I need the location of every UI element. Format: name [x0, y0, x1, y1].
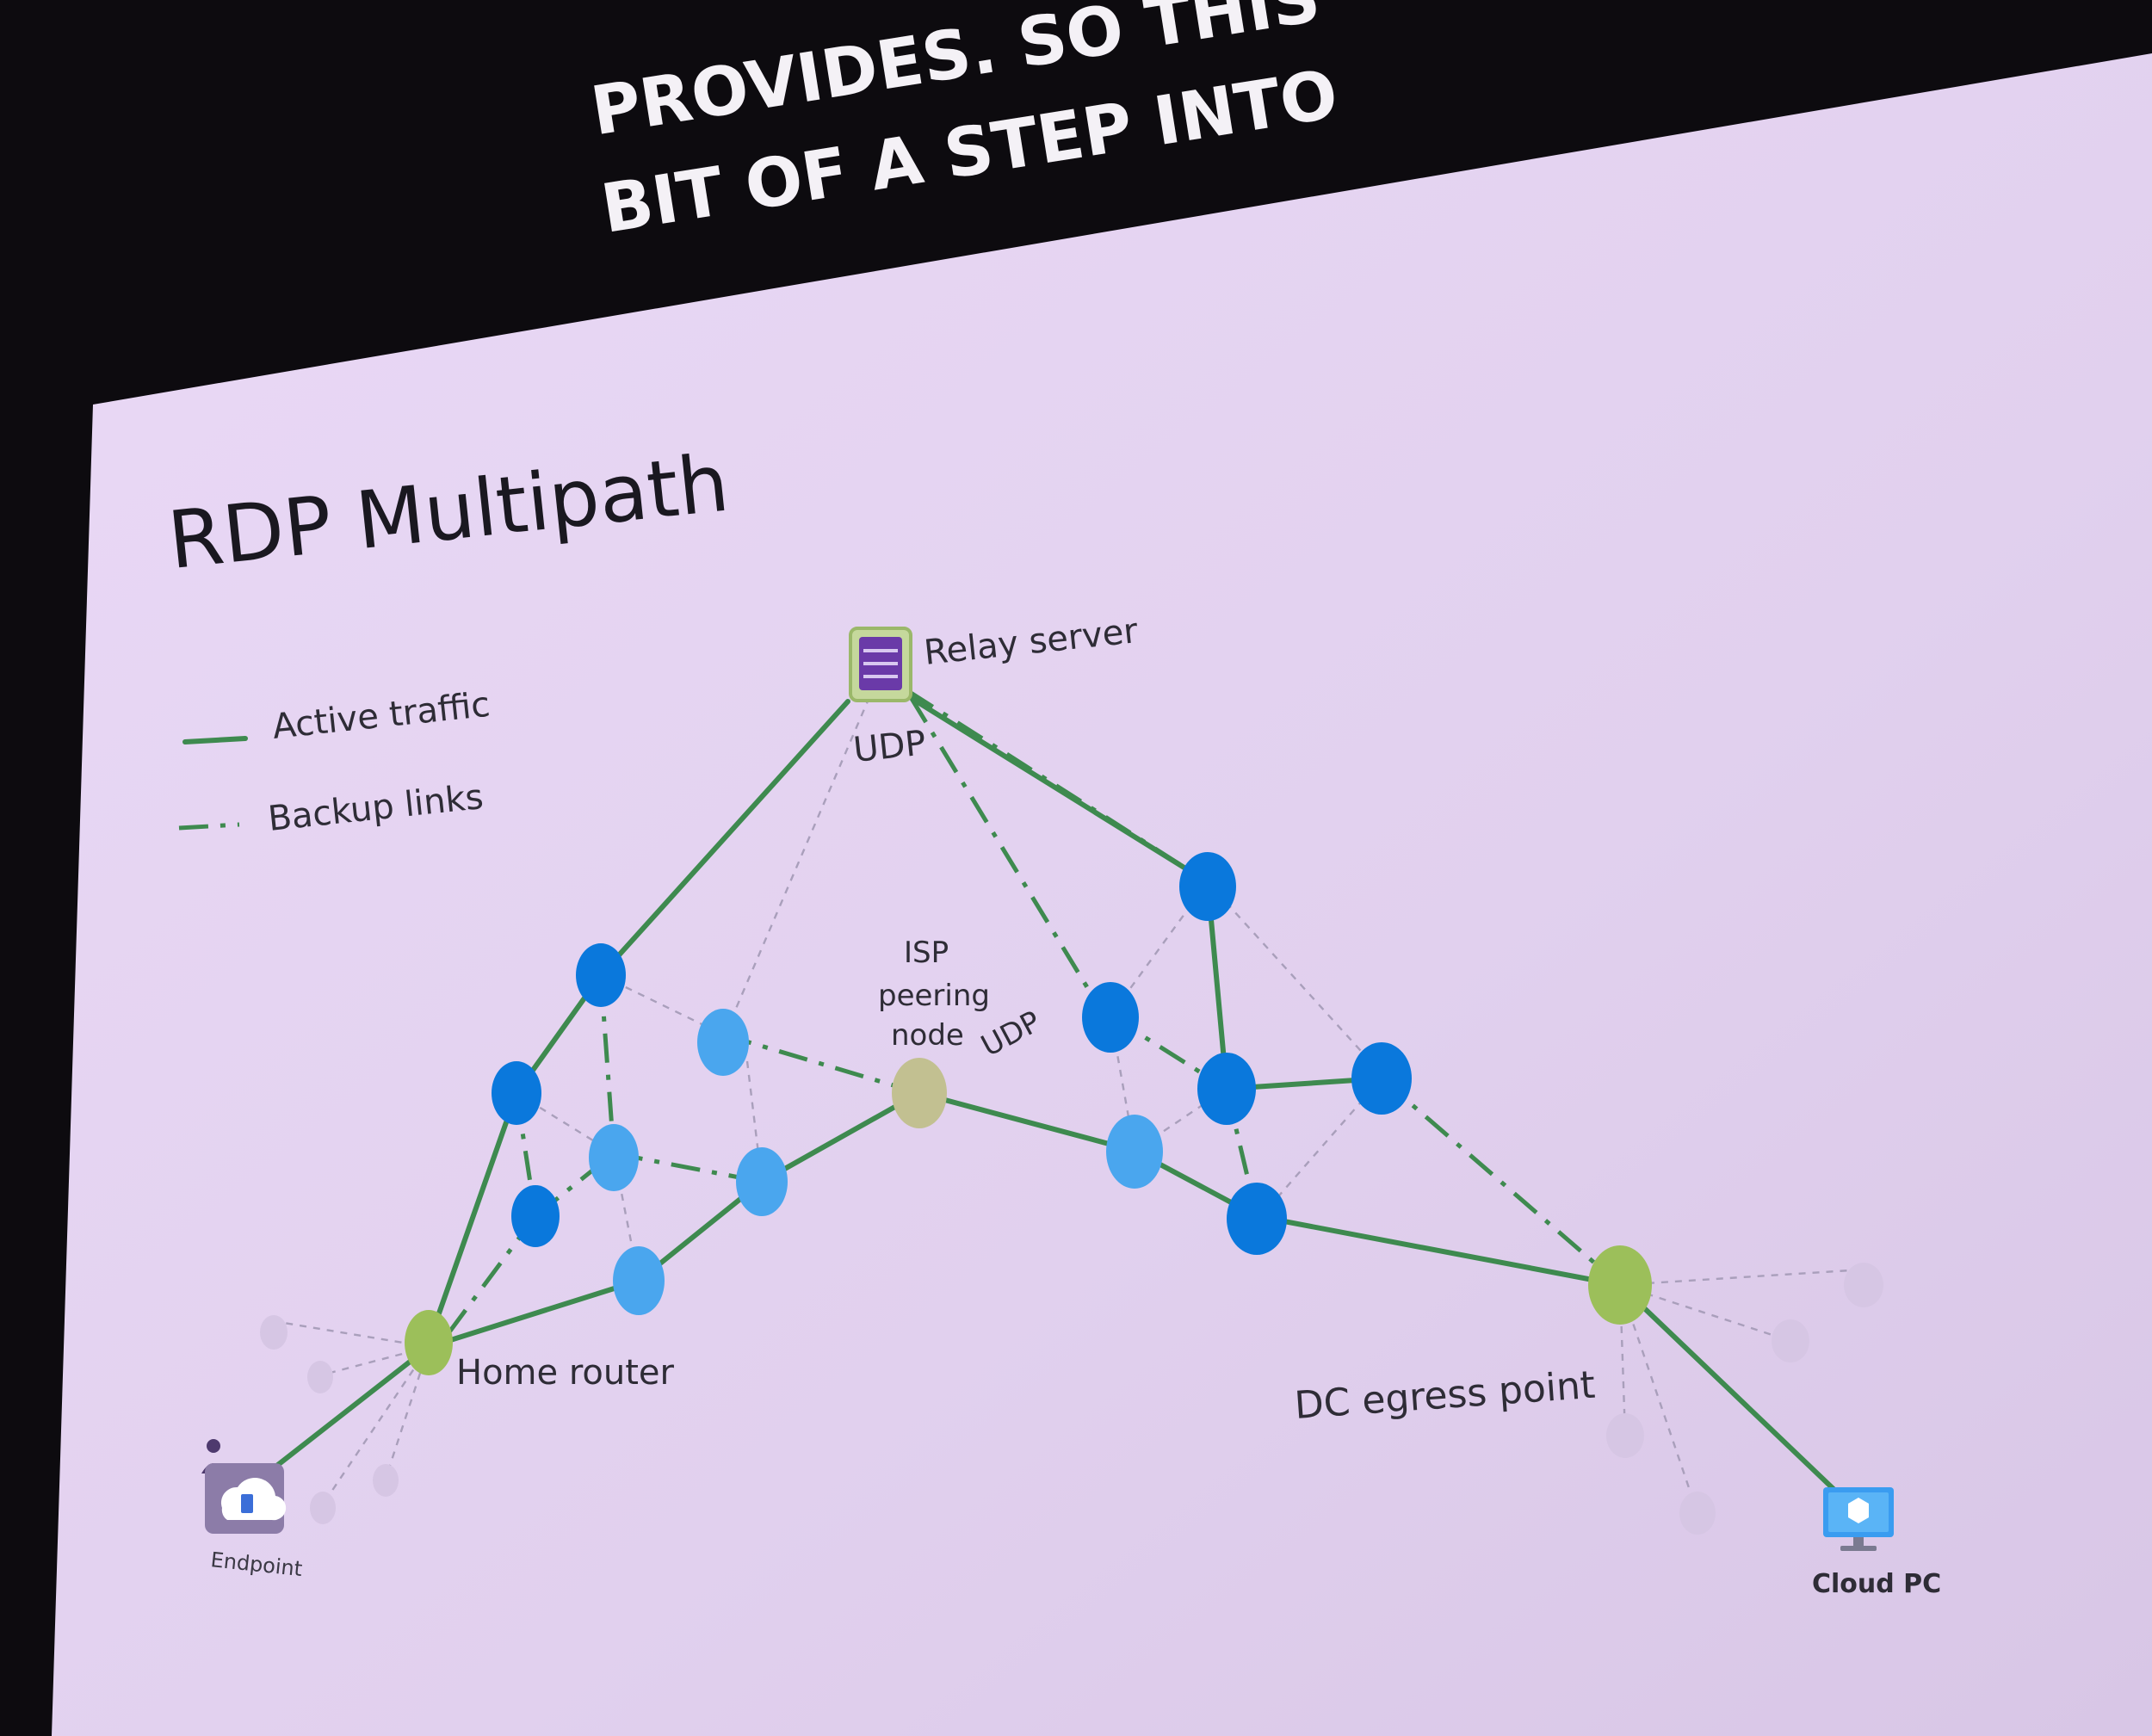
isp-label-line-3: node — [891, 1018, 964, 1053]
network-node — [613, 1246, 665, 1315]
cloud-pc-icon — [1823, 1487, 1894, 1551]
endpoint-icon — [201, 1439, 287, 1534]
network-node — [492, 1061, 541, 1125]
home-router-label: Home router — [456, 1353, 675, 1393]
dark-nodes — [492, 852, 1412, 1255]
legend-backup-line — [178, 822, 240, 831]
relay-server-icon — [849, 627, 912, 702]
ghost-nodes — [260, 1263, 1883, 1535]
isp-peering-node — [892, 1058, 947, 1128]
network-node — [1227, 1183, 1287, 1255]
dc-egress-node — [1588, 1245, 1652, 1325]
isp-label-line-1: ISP — [904, 936, 949, 970]
network-node — [1106, 1115, 1163, 1189]
network-node — [576, 943, 626, 1007]
projection-screen — [52, 53, 2152, 1736]
network-node — [736, 1147, 788, 1216]
network-node — [1179, 852, 1236, 921]
network-node — [589, 1124, 639, 1191]
legend-active-line — [182, 736, 248, 744]
cloud-pc-label: Cloud PC — [1812, 1569, 1941, 1599]
udp-label-top: UDP — [851, 723, 928, 770]
light-nodes — [589, 1009, 1163, 1315]
network-node — [1351, 1042, 1412, 1115]
network-node — [1197, 1053, 1256, 1125]
home-router-node — [405, 1310, 453, 1375]
network-node — [511, 1185, 560, 1247]
isp-label: ISP peering node — [878, 936, 990, 1053]
network-node — [697, 1009, 749, 1076]
isp-label-line-2: peering — [878, 979, 990, 1013]
network-node — [1082, 982, 1139, 1053]
